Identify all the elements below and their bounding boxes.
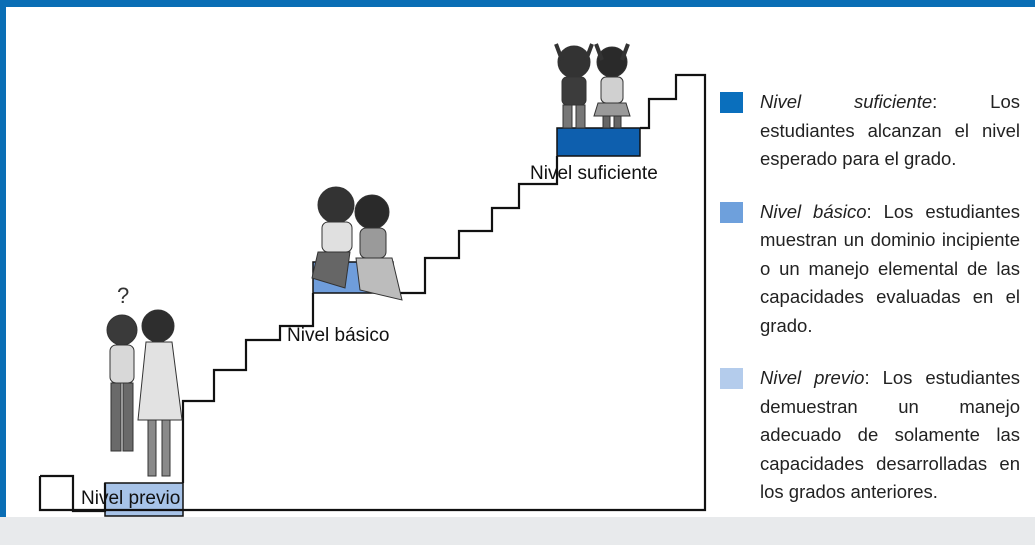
legend-text-suficiente: Nivel suficiente: Los estudiantes alcanz… [760, 88, 1020, 174]
legend: Nivel suficiente: Los estudiantes alcanz… [720, 88, 1020, 531]
legend-item-basico: Nivel básico: Los estudiantes muestran u… [720, 198, 1020, 341]
legend-item-suficiente: Nivel suficiente: Los estudiantes alcanz… [720, 88, 1020, 174]
question-mark-icon: ? [117, 283, 129, 308]
bottom-band [0, 517, 1035, 545]
legend-swatch-previo [720, 368, 743, 389]
pedestal-suficiente [556, 127, 641, 157]
level-label-previo: Nivel previo [81, 488, 181, 509]
legend-text-previo: Nivel previo: Los estudiantes demuestran… [760, 364, 1020, 507]
level-label-suficiente: Nivel suficiente [530, 163, 658, 184]
legend-description: : Los estudiantes alcanzan el nivel espe… [760, 91, 1020, 169]
legend-swatch-basico [720, 201, 743, 223]
legend-name: Nivel básico [760, 200, 867, 222]
children-figures-previo: ? [106, 283, 183, 477]
legend-description: : Los estudiantes muestran un dominio in… [760, 200, 1020, 336]
staircase-outline [38, 73, 707, 513]
legend-item-previo: Nivel previo: Los estudiantes demuestran… [720, 364, 1020, 507]
legend-description: : Los estudiantes demuestran un manejo a… [760, 367, 1021, 502]
children-figures-suficiente [554, 43, 631, 129]
level-label-basico: Nivel básico [287, 325, 390, 346]
legend-swatch-suficiente [720, 92, 743, 113]
legend-text-basico: Nivel básico: Los estudiantes muestran u… [760, 198, 1020, 341]
children-figures-basico [311, 186, 403, 301]
legend-name: Nivel suficiente [760, 91, 933, 112]
legend-name: Nivel previo [760, 367, 865, 388]
